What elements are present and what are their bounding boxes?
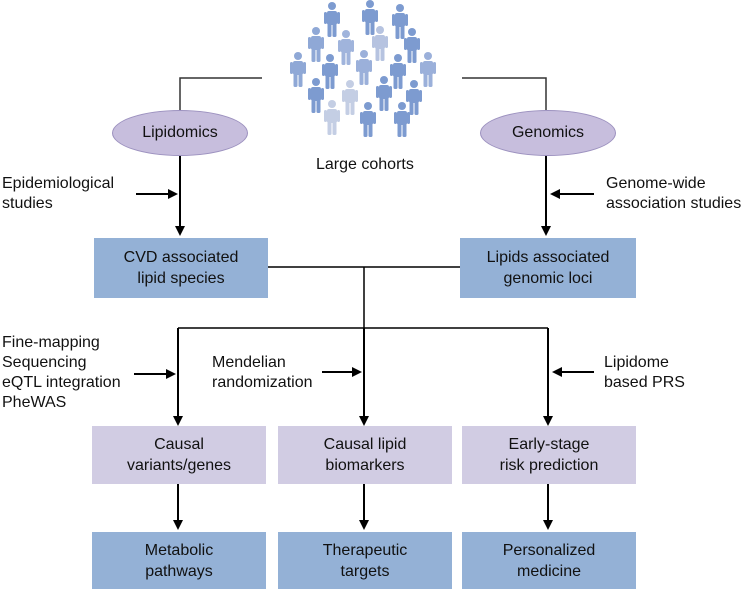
genomic-loci-box: Lipids associated genomic loci	[460, 238, 636, 298]
metabolic-pathways-box: Metabolic pathways	[92, 532, 266, 589]
gwas-note: Genome-wide association studies	[606, 175, 742, 212]
prs-note: Lipidome based PRS	[604, 354, 685, 391]
personalized-medicine-box: Personalized medicine	[462, 532, 636, 589]
therapeutic-targets-box: Therapeutic targets	[278, 532, 452, 589]
lipidomics-node: Lipidomics	[112, 110, 248, 156]
finemapping-note: Fine-mapping Sequencing eQTL integration…	[2, 334, 121, 411]
epidemiological-note: Epidemiological studies	[2, 175, 115, 212]
cvd-lipid-species-box: CVD associated lipid species	[94, 238, 268, 298]
early-stage-risk-box: Early-stage risk prediction	[462, 426, 636, 484]
mendelian-note: Mendelian randomization	[212, 354, 313, 391]
cohorts-label: Large cohorts	[316, 156, 414, 173]
causal-variants-box: Causal variants/genes	[92, 426, 266, 484]
genomics-node: Genomics	[480, 110, 616, 156]
causal-lipid-biomarkers-box: Causal lipid biomarkers	[278, 426, 452, 484]
